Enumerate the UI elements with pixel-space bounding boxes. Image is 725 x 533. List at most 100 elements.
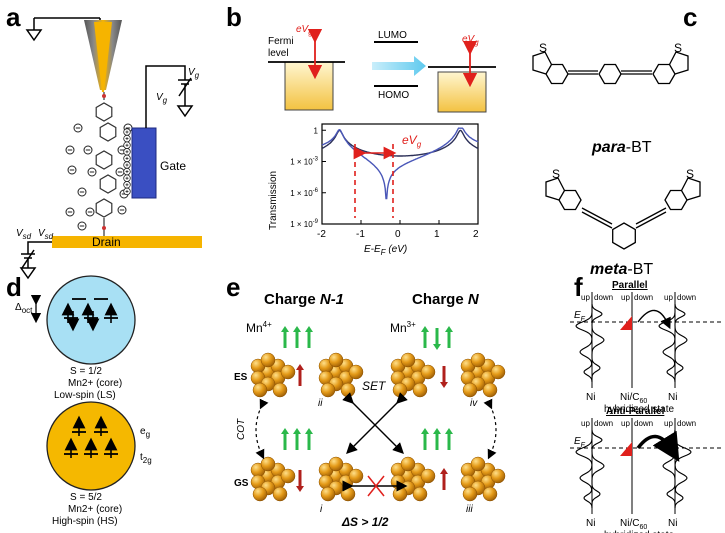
hs-state: High-spin (HS)	[52, 516, 118, 527]
gs-label: GS	[234, 478, 249, 489]
benzene-ring	[99, 122, 117, 142]
electrode-atom	[482, 486, 498, 502]
x-tick-label: -1	[356, 229, 365, 240]
electrode-atom	[462, 486, 478, 502]
electrode-atom	[328, 456, 344, 472]
ni-label: Ni	[586, 392, 595, 403]
ef-subscript: F	[581, 316, 586, 323]
ef-subscript: F	[581, 442, 586, 449]
transition-arrow	[372, 56, 426, 76]
alkyne-bond	[635, 211, 667, 229]
para-bt-label: para-BT	[591, 139, 652, 156]
right-well	[437, 71, 487, 113]
down-label: down	[594, 419, 613, 428]
panel-label-e: e	[226, 272, 240, 302]
thiol-dot	[102, 226, 106, 230]
ls-ion: Mn2+ (core)	[68, 378, 122, 389]
mn-spin-arrow-head	[421, 428, 429, 434]
mn4-label: Mn4+	[246, 320, 272, 335]
hybridized-state-peak	[620, 442, 632, 456]
up-label: up	[621, 419, 630, 428]
alkyne-bond	[635, 207, 667, 225]
x-tick-label: 2	[473, 229, 479, 240]
nic60-subscript: 60	[639, 398, 647, 405]
gate-label: Gate	[160, 159, 186, 173]
anti-parallel-label: Anti-Parallel	[606, 406, 665, 417]
mn-spin-arrow-head	[445, 428, 453, 434]
down-label: down	[634, 293, 653, 302]
electrode-atom	[328, 352, 344, 368]
es-label: ES	[234, 372, 248, 383]
thiol-dot	[102, 94, 106, 98]
mn-spin-arrow-head	[433, 428, 441, 434]
electrode-atom	[392, 486, 408, 502]
tunneling-arrow	[636, 430, 680, 462]
benzene-ring	[612, 222, 636, 250]
down-label: down	[594, 293, 613, 302]
benzene-ring	[95, 102, 113, 122]
electrode-atom	[490, 364, 506, 380]
y-tick-exponent: -3	[313, 157, 319, 163]
hs-spin: S = 5/2	[70, 492, 102, 503]
transmission-curve-meta	[321, 127, 479, 200]
x-tick-label: 0	[395, 229, 401, 240]
panel-d: Δoct S = 1/2 Mn2+ (core) Low-spin (LS) e…	[15, 275, 152, 527]
dos-curve	[591, 303, 605, 382]
y-tick-exponent: -6	[313, 188, 319, 194]
up-label: up	[621, 293, 630, 302]
benzene-ring	[598, 63, 622, 85]
transmission-curve-para	[321, 129, 479, 157]
electrode-atom	[280, 364, 296, 380]
down-label: down	[634, 419, 653, 428]
electrode-atom	[412, 486, 428, 502]
gate-electrode	[131, 127, 157, 199]
stm-tip-core	[94, 22, 112, 92]
benzene-ring	[99, 174, 117, 194]
cot-label: COT	[236, 418, 247, 440]
sulfur-label: S	[552, 167, 560, 181]
electrode-atom	[260, 456, 276, 472]
down-label: down	[677, 419, 696, 428]
drain-label: Drain	[92, 235, 121, 249]
charge-n-label: Charge N	[412, 291, 480, 308]
electrode-atom	[420, 468, 436, 484]
electrode-atom	[260, 352, 276, 368]
tunneling-arrow	[637, 309, 671, 330]
mn-spin-arrow-head	[305, 428, 313, 434]
roman-i: i	[320, 504, 323, 515]
mn-spin-arrow-head	[305, 326, 313, 332]
molecule-chain	[95, 92, 117, 236]
ni-label: Ni	[668, 518, 677, 529]
delta-s-label: ΔS > 1/2	[341, 515, 389, 529]
dos-curve	[658, 304, 676, 383]
electrode-atom	[400, 352, 416, 368]
mn-spin-arrow-head	[293, 326, 301, 332]
dos-curve	[575, 304, 593, 383]
transmission-xlabel: E-EF (eV)	[364, 244, 407, 257]
electrode-atom	[470, 352, 486, 368]
benzothiophene-ring	[558, 189, 582, 211]
y-tick-label: 1 × 10-9	[290, 219, 318, 229]
panel-e: Charge N-1 Charge N Mn4+ Mn3+ ES GS SET …	[234, 291, 506, 529]
electrode-atom	[320, 382, 336, 398]
benzothiophene-ring	[652, 63, 676, 85]
alkyne-bond	[581, 211, 613, 229]
t2g-label: t2g	[140, 452, 152, 465]
panel-label-a: a	[6, 2, 21, 32]
dos-curve	[674, 303, 688, 382]
charge-n1-label: Charge N-1	[264, 291, 344, 308]
electrode-atom	[272, 382, 288, 398]
mn-spin-arrow-head	[281, 326, 289, 332]
electrode-atom	[490, 468, 506, 484]
electrode-atom	[340, 486, 356, 502]
ni-label: Ni	[668, 392, 677, 403]
up-label: up	[581, 419, 590, 428]
panel-a: Gate Vg Vg Drain Vsd Vsd	[16, 17, 202, 280]
ls-spin: S = 1/2	[70, 366, 102, 377]
high-spin-electrons	[64, 415, 118, 458]
spin-arrows	[281, 326, 453, 492]
electrode-atom	[392, 382, 408, 398]
panel-label-b: b	[226, 2, 242, 32]
